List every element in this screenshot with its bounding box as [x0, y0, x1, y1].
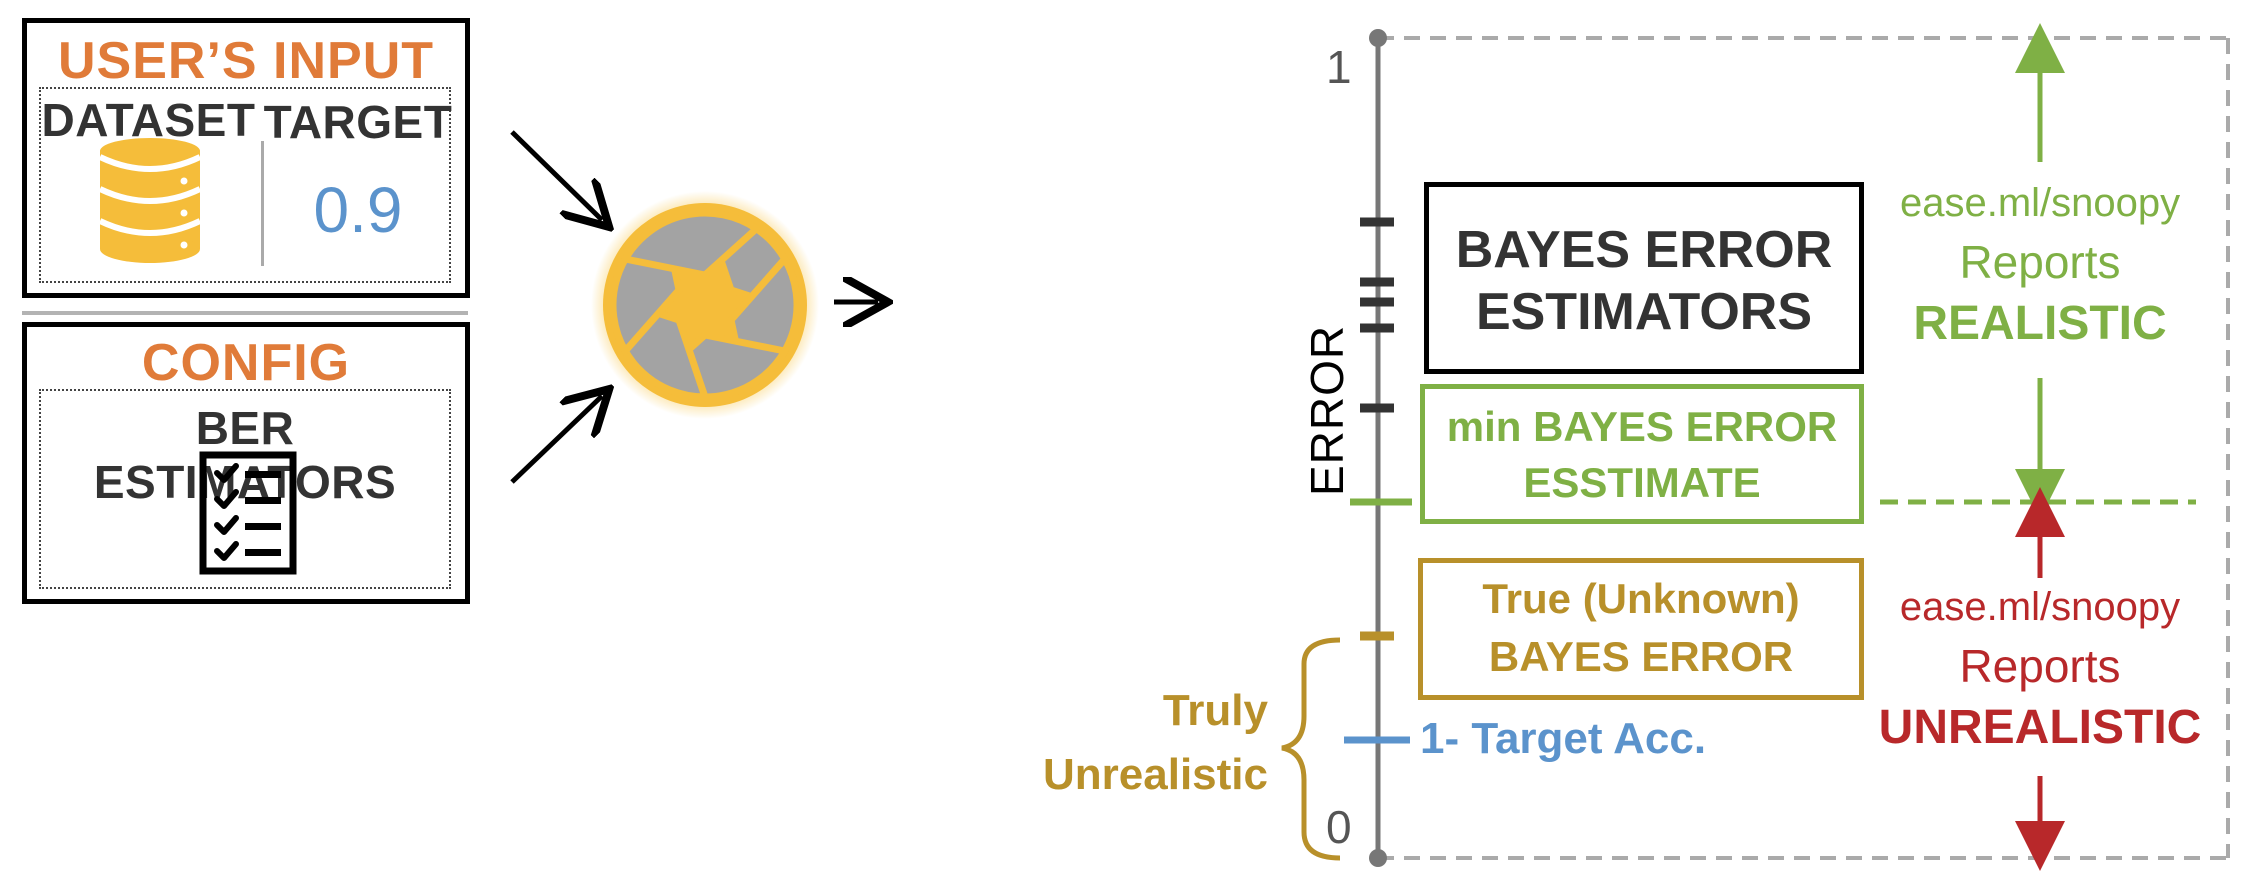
realistic-report-verdict: REALISTIC	[1913, 297, 2167, 350]
unrealistic-report-verdict: UNREALISTIC	[1878, 701, 2202, 754]
axis-title: ERROR	[1301, 324, 1353, 496]
min-estimate-line-1: min BAYES ERROR	[1446, 403, 1838, 450]
true-bayes-error-box: True (Unknown) BAYES ERROR	[1418, 558, 1864, 700]
aperture-blade	[621, 209, 760, 279]
min-estimate-line-2: ESSTIMATE	[1523, 459, 1761, 506]
panel-divider	[261, 141, 264, 266]
true-bayes-error-line-1: True (Unknown)	[1482, 575, 1800, 622]
ber-estimators-label: BER ESTIMATORS	[93, 402, 397, 508]
snoopy-aperture-icon	[591, 191, 819, 419]
arrow-config-to-snoopy	[510, 396, 602, 484]
true-bayes-error-line-2: BAYES ERROR	[1488, 633, 1794, 680]
axis-top-label: 1	[1326, 41, 1352, 93]
realistic-report-verb: Reports	[1959, 236, 2121, 288]
axis-top-dot	[1369, 29, 1387, 47]
user-input-panel: USER’S INPUT DATASET TARGET 0.9	[22, 18, 470, 298]
database-icon	[98, 138, 202, 263]
axis-bottom-label: 0	[1326, 801, 1352, 853]
bayes-estimators-line-2: ESTIMATORS	[1475, 283, 1813, 341]
dataset-label: DATASET	[41, 94, 256, 146]
truly-unrealistic-brace	[1281, 637, 1341, 861]
flow-arrows	[510, 130, 900, 484]
arrow-input-to-snoopy	[510, 130, 602, 220]
bayes-estimators-line-1: BAYES ERROR	[1455, 221, 1833, 279]
axis-bottom-dot	[1369, 849, 1387, 867]
truly-unrealistic-line-1: Truly	[1162, 686, 1268, 735]
unrealistic-report-name: ease.ml/snoopy	[1899, 585, 2181, 629]
target-label: TARGET	[263, 96, 453, 148]
config-panel: CONFIG BER ESTIMATORS	[22, 322, 470, 604]
user-input-inner-frame: DATASET TARGET 0.9	[39, 87, 453, 283]
min-estimate-box: min BAYES ERROR ESSTIMATE	[1420, 384, 1864, 524]
target-accuracy-label: 1- Target Acc.	[1420, 714, 1707, 763]
checklist-icon	[199, 451, 297, 575]
realistic-report-name: ease.ml/snoopy	[1900, 181, 2181, 225]
truly-unrealistic-line-2: Unrealistic	[1043, 750, 1268, 799]
bayes-estimators-box: BAYES ERROR ESTIMATORS	[1424, 182, 1864, 374]
panel-separator	[22, 311, 468, 315]
unrealistic-report-verb: Reports	[1959, 640, 2121, 692]
config-title: CONFIG	[141, 334, 351, 392]
config-inner-frame: BER ESTIMATORS	[39, 389, 451, 589]
user-input-title: USER’S INPUT	[57, 32, 435, 90]
target-value: 0.9	[313, 174, 403, 246]
